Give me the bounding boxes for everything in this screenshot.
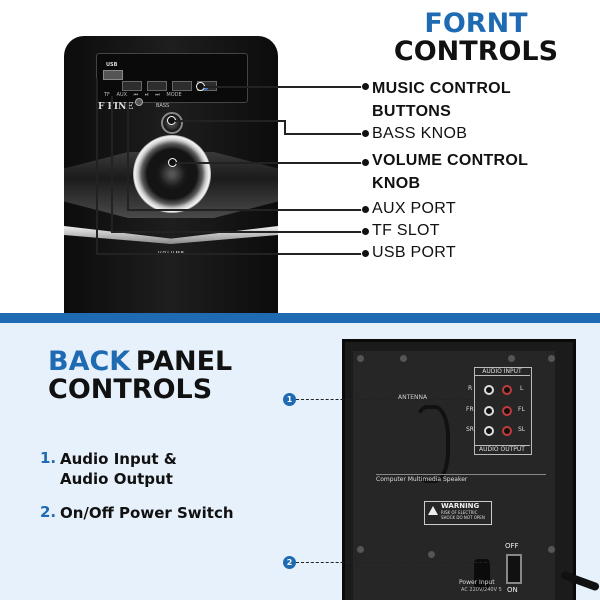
screw bbox=[400, 355, 407, 362]
callout-line bbox=[111, 96, 113, 232]
rca-jack bbox=[502, 406, 512, 416]
callout-music-buttons-l2: BUTTONS bbox=[372, 103, 452, 120]
power-input-label: Power Input bbox=[459, 579, 495, 586]
back-title-word1: BACK bbox=[48, 346, 131, 377]
bluetooth-icon bbox=[204, 86, 208, 90]
callout-dot bbox=[361, 158, 370, 167]
rca-jack bbox=[502, 385, 512, 395]
screw bbox=[508, 355, 515, 362]
callout-volume-knob-l1: VOLUME CONTROL bbox=[372, 152, 529, 169]
list-text-line1: Audio Input & bbox=[60, 450, 177, 468]
usb-tag: USB bbox=[106, 62, 118, 68]
callout-volume-knob-l2: KNOB bbox=[372, 175, 421, 192]
music-button bbox=[147, 81, 167, 91]
list-text-line1: On/Off Power Switch bbox=[60, 504, 234, 522]
audio-input-label: AUDIO INPUT bbox=[474, 368, 530, 376]
rca-jack bbox=[484, 426, 494, 436]
jack-label: FL bbox=[518, 406, 525, 413]
on-label: ON bbox=[507, 586, 518, 594]
jack-label: L bbox=[520, 385, 524, 392]
callout-usb-port: USB PORT bbox=[372, 244, 456, 261]
panel-button-labels: TF AUX ⏮ ⏯ ⏭ MODE bbox=[104, 92, 182, 98]
rca-jack bbox=[484, 406, 494, 416]
warning-box bbox=[424, 501, 492, 525]
jack-label: FR bbox=[466, 406, 474, 413]
callout-aux-port: AUX PORT bbox=[372, 200, 456, 217]
jack-label: SL bbox=[518, 426, 526, 433]
warning-title: WARNING bbox=[441, 502, 480, 510]
callout-line bbox=[96, 253, 366, 255]
callout-dot bbox=[361, 227, 370, 236]
list-number: 2. bbox=[40, 503, 57, 521]
callout-bass-knob: BASS KNOB bbox=[372, 125, 468, 142]
usb-port-graphic bbox=[103, 70, 123, 80]
antenna-label: ANTENNA bbox=[398, 394, 428, 401]
callout-line bbox=[127, 209, 366, 211]
jack-label: R bbox=[468, 385, 473, 392]
list-item: 1. Audio Input & Audio Output bbox=[40, 449, 177, 490]
callout-tf-slot: TF SLOT bbox=[372, 222, 440, 239]
audio-io-box bbox=[474, 367, 532, 455]
bass-label: BASS bbox=[156, 103, 170, 109]
callout-music-buttons-l1: MUSIC CONTROL bbox=[372, 80, 512, 97]
back-title: BACK PANEL CONTROLS bbox=[48, 346, 268, 406]
back-section: BACK PANEL CONTROLS 1. Audio Input & Aud… bbox=[0, 323, 600, 600]
callout-line bbox=[204, 86, 364, 88]
off-label: OFF bbox=[505, 542, 519, 550]
front-title: FORNT CONTROLS bbox=[356, 8, 596, 68]
music-button bbox=[122, 81, 142, 91]
screw bbox=[548, 355, 555, 362]
list-number: 1. bbox=[40, 449, 57, 467]
screw bbox=[357, 355, 364, 362]
list-item: 2. On/Off Power Switch bbox=[40, 503, 234, 523]
callout-line bbox=[96, 78, 98, 254]
warning-subtext: RISK OF ELECTRIC SHOCK DO NOT OPEN bbox=[441, 510, 485, 520]
callout-dot bbox=[361, 249, 370, 258]
list-text-line2: Audio Output bbox=[60, 470, 173, 489]
callout-line bbox=[127, 102, 129, 210]
screw bbox=[548, 546, 555, 553]
callout-line bbox=[175, 120, 285, 122]
brand-logo: F FINE bbox=[98, 102, 134, 112]
callout-dashed-line bbox=[296, 562, 502, 563]
callout-dot bbox=[361, 205, 370, 214]
power-switch bbox=[506, 554, 522, 584]
front-title-line1: FORNT bbox=[424, 8, 528, 39]
rca-jack bbox=[502, 426, 512, 436]
front-section: USB TF AUX ⏮ ⏯ ⏭ MODE F FINE BASS VOLUME… bbox=[64, 8, 596, 313]
screw bbox=[357, 546, 364, 553]
back-title-line2: CONTROLS bbox=[48, 374, 213, 406]
callout-badge-1: 1 bbox=[283, 393, 296, 406]
control-panel bbox=[96, 53, 248, 103]
model-label: Computer Multimedia Speaker bbox=[376, 474, 546, 483]
jack-label: SR bbox=[466, 426, 474, 433]
callout-badge-2: 2 bbox=[283, 556, 296, 569]
callout-line bbox=[284, 120, 286, 134]
section-divider bbox=[0, 313, 600, 323]
audio-output-label: AUDIO OUTPUT bbox=[474, 445, 530, 453]
callout-dot bbox=[361, 129, 370, 138]
callout-line bbox=[176, 162, 366, 164]
aux-jack-graphic bbox=[135, 98, 143, 106]
callout-dashed-line bbox=[296, 399, 472, 400]
screw bbox=[428, 551, 435, 558]
power-plug bbox=[474, 559, 490, 589]
front-title-line2: CONTROLS bbox=[393, 36, 559, 68]
callout-line bbox=[284, 133, 366, 135]
back-title-word2: PANEL bbox=[135, 346, 233, 377]
music-button bbox=[172, 81, 192, 91]
antenna-cable bbox=[412, 405, 450, 483]
callout-dot bbox=[361, 82, 370, 91]
callout-line bbox=[111, 231, 366, 233]
rca-jack bbox=[484, 385, 494, 395]
power-input-sublabel: AC 220V/240V 5 bbox=[461, 587, 502, 593]
warning-icon bbox=[428, 506, 438, 515]
